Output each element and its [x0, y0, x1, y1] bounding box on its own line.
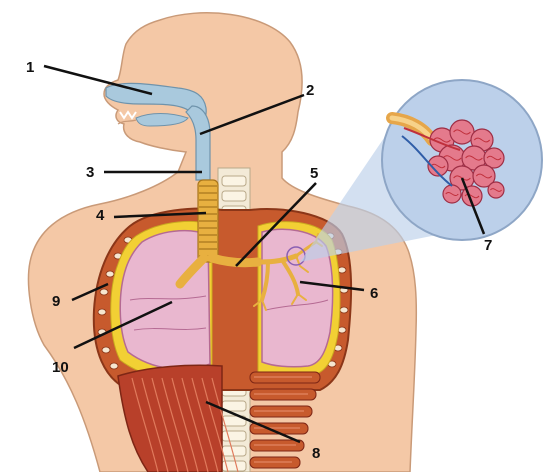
label-5: 5	[310, 165, 318, 182]
label-10: 10	[52, 359, 69, 376]
label-2: 2	[306, 82, 314, 99]
label-7: 7	[484, 237, 492, 254]
label-8: 8	[312, 445, 320, 462]
vertebra	[222, 176, 246, 186]
label-9: 9	[52, 293, 60, 310]
rib-cross-section	[110, 363, 118, 369]
rib-cross-section	[106, 271, 114, 277]
vertebra	[222, 446, 246, 456]
label-1: 1	[26, 59, 34, 76]
rib-cross-section	[102, 347, 110, 353]
rib-cross-section	[98, 309, 106, 315]
label-4: 4	[96, 207, 105, 224]
rib-cross-section	[340, 307, 348, 313]
label-3: 3	[86, 164, 94, 181]
rib-cross-section	[338, 327, 346, 333]
vertebra	[222, 191, 246, 201]
vertebra	[222, 431, 246, 441]
label-6: 6	[370, 285, 378, 302]
lung-left	[120, 231, 210, 370]
rib-cross-section	[338, 267, 346, 273]
bronchus-right	[212, 258, 258, 263]
rib-cross-section	[100, 289, 108, 295]
